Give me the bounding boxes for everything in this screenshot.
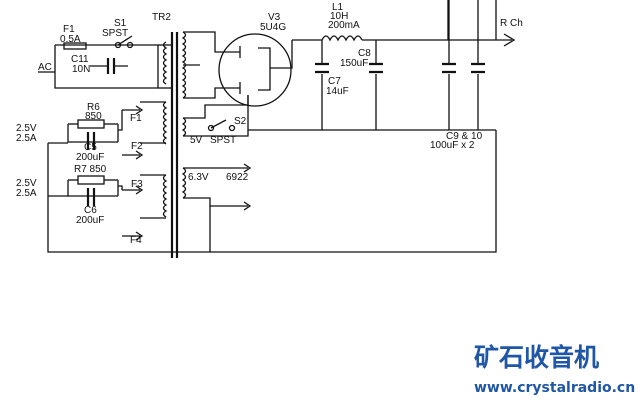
label-c7-value: 14uF bbox=[326, 86, 349, 97]
label-fuse-f1: F1 bbox=[130, 113, 142, 124]
label-amp1: 2.5A bbox=[16, 133, 37, 144]
label-fuse-f2: F2 bbox=[131, 141, 143, 152]
label-c11: C11 bbox=[71, 54, 89, 65]
label-6922: 6922 bbox=[226, 172, 249, 183]
label-c7: C7 bbox=[328, 76, 341, 87]
label-l1-value: 10H bbox=[330, 11, 348, 22]
label-c8-value: 150uF bbox=[340, 58, 368, 69]
label-6-3v: 6.3V bbox=[188, 172, 209, 183]
watermark: 矿石收音机 www.crystalradio.cn bbox=[474, 343, 635, 396]
label-fuse-f3: F3 bbox=[131, 179, 143, 190]
fuse-f1 bbox=[63, 42, 87, 50]
label-amp2: 2.5A bbox=[16, 188, 37, 199]
label-r7: R7 850 bbox=[74, 164, 107, 175]
label-c6-value: 200uF bbox=[76, 215, 104, 226]
label-tr2: TR2 bbox=[152, 12, 171, 23]
resistor-r7 bbox=[77, 175, 105, 185]
watermark-chinese: 矿石收音机 bbox=[474, 343, 599, 372]
label-f1-rating: 0.5A bbox=[60, 34, 81, 45]
label-s2: S2 bbox=[234, 116, 247, 127]
label-f1: F1 bbox=[63, 24, 75, 35]
label-c6: C6 bbox=[84, 205, 97, 216]
label-fuse-f4: F4 bbox=[130, 235, 142, 246]
wiring bbox=[38, 0, 516, 258]
label-v3-type: 5U4G bbox=[260, 22, 286, 33]
label-l1-current: 200mA bbox=[328, 20, 360, 31]
label-rch: R Ch bbox=[500, 18, 523, 29]
label-r6: R6 bbox=[87, 102, 100, 113]
label-volt2: 2.5V bbox=[16, 178, 37, 189]
label-s1-type: SPST bbox=[102, 28, 128, 39]
label-c5: C5 bbox=[84, 142, 97, 153]
label-r6-value: 850 bbox=[85, 111, 102, 122]
component-labels: TR2 F1 0.5A S1 SPST AC C11 10N V3 5U4G L… bbox=[16, 2, 523, 246]
label-5v: 5V bbox=[190, 135, 203, 146]
label-s2-type: SPST bbox=[210, 135, 236, 146]
watermark-url: www.crystalradio.cn bbox=[474, 380, 635, 396]
label-c9-10: C9 & 10 bbox=[446, 131, 483, 142]
label-c5-value: 200uF bbox=[76, 152, 104, 163]
label-s1: S1 bbox=[114, 18, 127, 29]
label-ac: AC bbox=[38, 62, 52, 73]
tube-v3 bbox=[218, 33, 293, 107]
label-c8: C8 bbox=[358, 48, 371, 59]
label-v3: V3 bbox=[268, 12, 281, 23]
label-l1: L1 bbox=[332, 2, 344, 13]
label-c9-10-value: 100uF x 2 bbox=[430, 140, 475, 151]
label-c11-value: 10N bbox=[72, 64, 90, 75]
label-volt1: 2.5V bbox=[16, 123, 37, 134]
